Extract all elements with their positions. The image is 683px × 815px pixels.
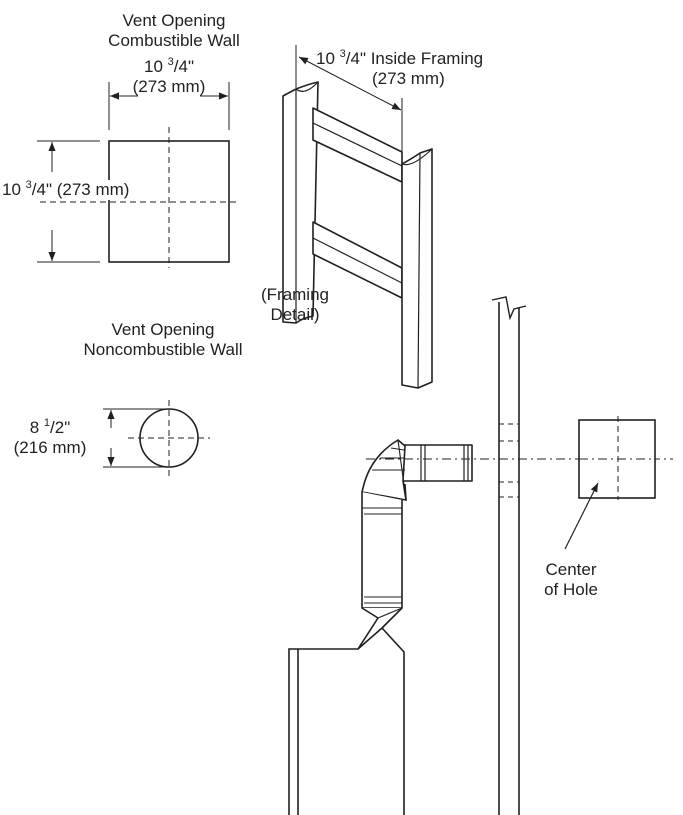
appliance-body xyxy=(288,627,405,815)
combustible-opening-figure xyxy=(37,82,236,268)
hole-square-figure xyxy=(564,416,656,550)
framing-dimension-label: 10 3/4" Inside Framing (273 mm) xyxy=(316,48,484,89)
combustible-height-label: 10 3/4" (273 mm) xyxy=(2,179,130,200)
framing-detail-caption: (Framing Detail) xyxy=(260,285,329,324)
framing-dim-arrow xyxy=(298,56,402,111)
noncombustible-dimension-label: 8 1/2" (216 mm) xyxy=(13,417,87,458)
vent-vertical-pipe xyxy=(361,492,403,609)
noncombustible-opening-figure xyxy=(103,400,210,476)
center-of-hole-label: Center of Hole xyxy=(544,560,598,599)
noncombustible-title: Vent Opening Noncombustible Wall xyxy=(83,320,243,359)
framing-detail-figure xyxy=(282,45,433,389)
wall-section xyxy=(491,296,527,815)
combustible-width-label: 10 3/4" (273 mm) xyxy=(132,56,206,97)
wall-break-symbol xyxy=(491,296,527,321)
hole-pointer-arrow xyxy=(564,482,599,550)
combustible-title: Vent Opening Combustible Wall xyxy=(108,11,240,50)
vent-pipe xyxy=(357,439,473,650)
framing-right-post xyxy=(401,148,433,389)
